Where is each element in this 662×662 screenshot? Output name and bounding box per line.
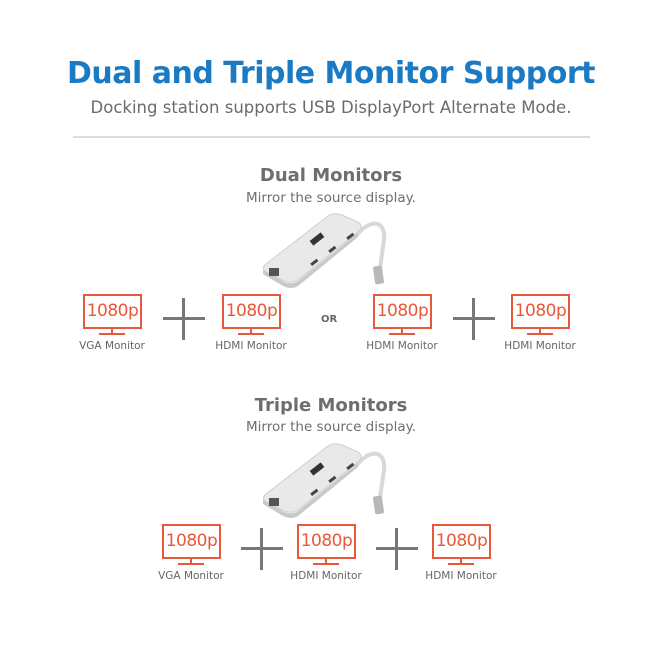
triple-section-subtitle: Mirror the source display. — [246, 419, 416, 435]
usb-c-connector — [373, 265, 384, 285]
page-title: Dual and Triple Monitor Support — [66, 56, 596, 91]
resolution-label: 1080p — [376, 301, 429, 321]
resolution-label: 1080p — [300, 531, 353, 551]
plus-icon — [453, 298, 495, 340]
monitor-icon — [83, 294, 142, 329]
port-3 — [346, 232, 355, 241]
plus-icon — [376, 528, 418, 570]
monitor-icon — [373, 294, 432, 329]
eaton-logo — [309, 232, 325, 246]
resolution-label: 1080p — [225, 301, 278, 321]
monitor-label: VGA Monitor — [158, 570, 224, 582]
monitor-icon — [432, 524, 491, 559]
port-1 — [310, 258, 319, 267]
resolution-label: 1080p — [435, 531, 488, 551]
monitor-label: VGA Monitor — [79, 340, 145, 352]
monitor-icon — [297, 524, 356, 559]
ethernet-port — [269, 498, 279, 506]
usb-c-cable — [354, 221, 387, 269]
usb-c-connector — [373, 495, 384, 515]
usb-c-cable — [354, 451, 387, 499]
port-2 — [328, 245, 337, 254]
monitor-icon — [511, 294, 570, 329]
port-1 — [310, 488, 319, 497]
resolution-label: 1080p — [165, 531, 218, 551]
hub-body — [263, 213, 362, 283]
port-2 — [328, 475, 337, 484]
eaton-logo — [309, 462, 325, 476]
dual-section-subtitle: Mirror the source display. — [246, 190, 416, 206]
monitor-label: HDMI Monitor — [425, 570, 497, 582]
ethernet-port — [269, 268, 279, 276]
port-3 — [346, 462, 355, 471]
or-label: OR — [321, 314, 338, 325]
monitor-label: HDMI Monitor — [366, 340, 438, 352]
divider — [73, 136, 590, 138]
page-subtitle: Docking station supports USB DisplayPort… — [90, 98, 572, 117]
triple-section-title: Triple Monitors — [254, 395, 408, 416]
hub-body — [263, 443, 362, 513]
docking-station-image — [263, 213, 387, 288]
monitor-icon — [162, 524, 221, 559]
dual-section-title: Dual Monitors — [259, 165, 403, 186]
plus-icon — [241, 528, 283, 570]
monitor-icon — [222, 294, 281, 329]
docking-station-image — [263, 443, 387, 518]
monitor-label: HDMI Monitor — [215, 340, 287, 352]
plus-icon — [163, 298, 205, 340]
resolution-label: 1080p — [86, 301, 139, 321]
monitor-label: HDMI Monitor — [504, 340, 576, 352]
monitor-label: HDMI Monitor — [290, 570, 362, 582]
resolution-label: 1080p — [514, 301, 567, 321]
